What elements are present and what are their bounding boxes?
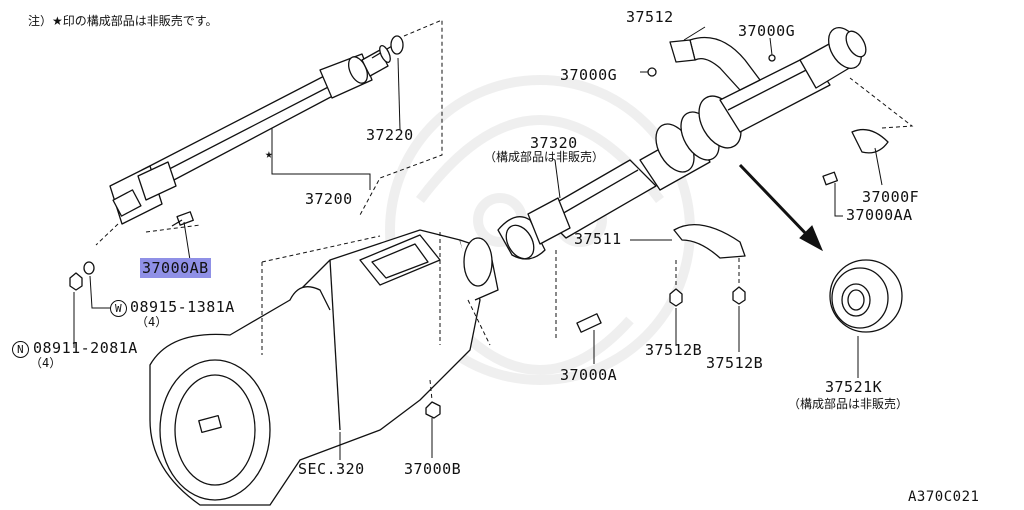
part-label-37511[interactable]: 37511 xyxy=(574,230,622,248)
part-label-37000aa[interactable]: 37000AA xyxy=(846,206,913,224)
star-marker: ★ xyxy=(265,147,274,162)
part-label-37000g-right[interactable]: 37000G xyxy=(738,22,796,40)
center-bearing-37521k xyxy=(829,259,903,333)
nut-37512b-right xyxy=(732,286,746,305)
part-label-37000a[interactable]: 37000A xyxy=(560,366,618,384)
nut-washer xyxy=(69,261,95,291)
nut-37000b xyxy=(425,401,441,419)
w-circle: W xyxy=(110,300,127,317)
part-label-08915[interactable]: 08915-1381A xyxy=(130,298,235,316)
part-label-37000g-left[interactable]: 37000G xyxy=(560,66,618,84)
propeller-shaft-37320 xyxy=(497,27,867,260)
part-label-37512b-left[interactable]: 37512B xyxy=(645,341,703,359)
part-label-37512[interactable]: 37512 xyxy=(626,8,674,26)
part-label-37000b[interactable]: 37000B xyxy=(404,460,462,478)
diagram-code: A370C021 xyxy=(908,489,980,505)
n-circle: N xyxy=(12,341,29,358)
qty-w: （4） xyxy=(136,315,168,329)
note-text: 注）★印の構成部品は非販売です。 xyxy=(28,14,218,28)
bolt-37000a xyxy=(576,313,602,333)
bolt-37000aa xyxy=(822,171,838,186)
transmission-sec320 xyxy=(149,229,499,506)
arrow-icon xyxy=(738,163,824,252)
qty-n: （4） xyxy=(30,356,62,370)
bolt-37000ab xyxy=(171,211,194,227)
part-label-08911[interactable]: 08911-2081A xyxy=(33,339,138,357)
support-bracket-37512 xyxy=(669,36,761,91)
plate-37000f xyxy=(851,128,889,154)
highlight-box: 37000AB xyxy=(140,258,211,278)
bolt-37000g xyxy=(647,67,657,77)
sub-note-37320: （構成部品は非販売） xyxy=(484,150,605,164)
part-label-37320[interactable]: 37320 xyxy=(530,134,578,152)
grease-nipple-37220 xyxy=(390,35,404,55)
part-label-37521k[interactable]: 37521K xyxy=(825,378,883,396)
part-label-37000ab[interactable]: 37000AB xyxy=(140,258,211,278)
leader-lines xyxy=(73,26,883,460)
section-ref-sec320[interactable]: SEC.320 xyxy=(298,460,365,478)
nut-37512b-left xyxy=(669,288,683,307)
sub-note-37521k: （構成部品は非販売） xyxy=(788,397,909,411)
part-label-37512b-right[interactable]: 37512B xyxy=(706,354,764,372)
nut-circle-mark: N xyxy=(12,341,29,358)
propeller-shaft-37200 xyxy=(109,45,393,225)
bracket-37511 xyxy=(673,224,746,259)
dashed-guides xyxy=(95,19,914,401)
part-label-37200[interactable]: 37200 xyxy=(305,190,353,208)
part-label-37000f[interactable]: 37000F xyxy=(862,188,920,206)
part-label-37220[interactable]: 37220 xyxy=(366,126,414,144)
bolt-37000g-right xyxy=(768,54,776,62)
washer-circle-mark: W xyxy=(110,300,127,317)
